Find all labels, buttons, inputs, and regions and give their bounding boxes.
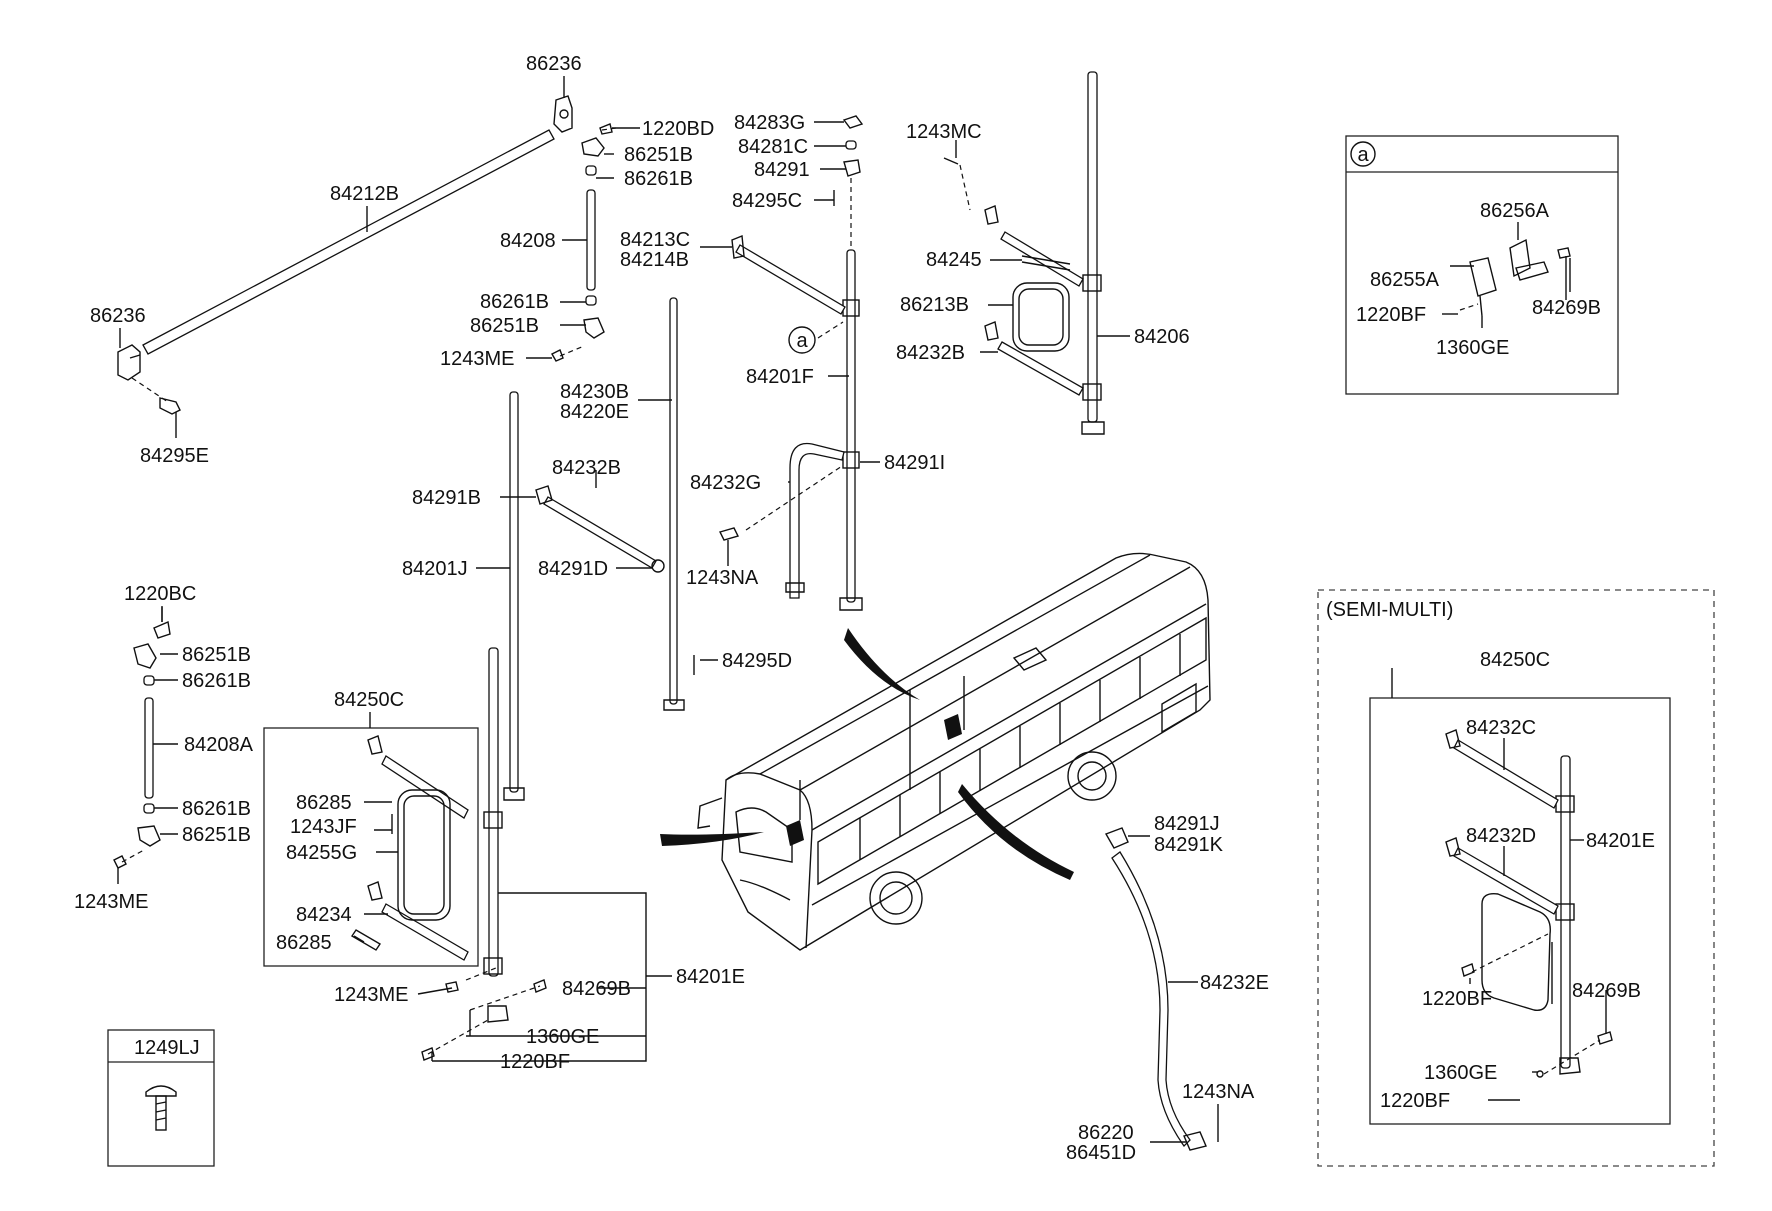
label-1243ME-b: 1243ME bbox=[74, 891, 149, 913]
label-84291I: 84291I bbox=[884, 452, 945, 474]
label-1243NA-a: 1243NA bbox=[686, 567, 759, 589]
label-86261B-c: 86261B bbox=[182, 670, 251, 692]
label-84283G: 84283G bbox=[734, 112, 805, 134]
label-84269B-a: 84269B bbox=[562, 978, 631, 1000]
label-84295E: 84295E bbox=[140, 445, 209, 467]
label-1243NA-b: 1243NA bbox=[1182, 1081, 1255, 1103]
label-84208A: 84208A bbox=[184, 734, 254, 756]
inset-a-ref-label: a bbox=[1357, 144, 1369, 166]
label-84291B: 84291B bbox=[412, 487, 481, 509]
label-86256A: 86256A bbox=[1480, 200, 1550, 222]
label-84269B-c: 84269B bbox=[1572, 980, 1641, 1002]
leader-lines bbox=[117, 76, 1584, 1143]
label-86285-b: 86285 bbox=[276, 932, 332, 954]
label-1243MC: 1243MC bbox=[906, 121, 982, 143]
label-1243JF: 1243JF bbox=[290, 816, 357, 838]
label-86213B: 86213B bbox=[900, 294, 969, 316]
label-86236-top: 86236 bbox=[526, 53, 582, 75]
label-84232D: 84232D bbox=[1466, 825, 1536, 847]
box-1249LJ bbox=[107, 1029, 215, 1167]
label-84291K: 84291K bbox=[1154, 834, 1224, 856]
label-84250C-b: 84250C bbox=[1480, 649, 1550, 671]
label-1249LJ: 1249LJ bbox=[134, 1037, 200, 1059]
label-1220BF-a: 1220BF bbox=[500, 1051, 570, 1073]
semi-multi-section bbox=[1317, 589, 1715, 1167]
label-1360GE-a: 1360GE bbox=[526, 1026, 599, 1048]
label-84214B: 84214B bbox=[620, 249, 689, 271]
label-84250C-a: 84250C bbox=[334, 689, 404, 711]
reference-a-callout: a bbox=[788, 326, 816, 354]
label-86261B-d: 86261B bbox=[182, 798, 251, 820]
part-labels: 86236 1220BD 86251B 86261B 84212B 84208 … bbox=[74, 53, 1655, 1164]
label-1360GE-b: 1360GE bbox=[1436, 337, 1509, 359]
pole-84201F-assembly bbox=[718, 115, 864, 611]
label-1243ME-a: 1243ME bbox=[440, 348, 515, 370]
label-1243ME-c: 1243ME bbox=[334, 984, 409, 1006]
label-86255A: 86255A bbox=[1370, 269, 1440, 291]
label-84234: 84234 bbox=[296, 904, 352, 926]
label-84212B: 84212B bbox=[330, 183, 399, 205]
pole-84206-assembly bbox=[943, 71, 1105, 435]
label-84255G: 84255G bbox=[286, 842, 357, 864]
label-1220BF-c: 1220BF bbox=[1422, 988, 1492, 1010]
label-86251B-c: 86251B bbox=[182, 644, 251, 666]
label-84213C: 84213C bbox=[620, 229, 690, 251]
bus-illustration bbox=[660, 552, 1211, 951]
label-84220E: 84220E bbox=[560, 401, 629, 423]
label-1360GE-c: 1360GE bbox=[1424, 1062, 1497, 1084]
label-84232E: 84232E bbox=[1200, 972, 1269, 994]
label-86251B-b: 86251B bbox=[470, 315, 539, 337]
label-84201F: 84201F bbox=[746, 366, 814, 388]
label-84232B-b: 84232B bbox=[896, 342, 965, 364]
label-84245: 84245 bbox=[926, 249, 982, 271]
label-84291J: 84291J bbox=[1154, 813, 1220, 835]
label-84201E-b: 84201E bbox=[1586, 830, 1655, 852]
label-84232B-a: 84232B bbox=[552, 457, 621, 479]
label-86451D: 86451D bbox=[1066, 1142, 1136, 1164]
rod-84230B bbox=[663, 297, 695, 711]
label-86251B-d: 86251B bbox=[182, 824, 251, 846]
label-86285-a: 86285 bbox=[296, 792, 352, 814]
label-1220BF-d: 1220BF bbox=[1380, 1090, 1450, 1112]
label-1220BC: 1220BC bbox=[124, 583, 196, 605]
label-84281C: 84281C bbox=[738, 136, 808, 158]
label-84230B: 84230B bbox=[560, 381, 629, 403]
label-84206: 84206 bbox=[1134, 326, 1190, 348]
label-84201E-a: 84201E bbox=[676, 966, 745, 988]
label-86261B-a: 86261B bbox=[624, 168, 693, 190]
rod-84208A-assembly bbox=[113, 607, 171, 869]
rod-84208-assembly bbox=[551, 123, 617, 362]
label-1220BF-b: 1220BF bbox=[1356, 304, 1426, 326]
ref-a-label: a bbox=[796, 330, 808, 352]
label-86251B-a: 86251B bbox=[624, 144, 693, 166]
label-84291: 84291 bbox=[754, 159, 810, 181]
box-84250C-left bbox=[263, 727, 479, 967]
label-84291D: 84291D bbox=[538, 558, 608, 580]
label-84232G: 84232G bbox=[690, 472, 761, 494]
label-semi-multi: (SEMI-MULTI) bbox=[1326, 599, 1453, 621]
tube-84232E bbox=[1104, 827, 1219, 1151]
pole-84201J bbox=[503, 391, 525, 801]
label-84295D: 84295D bbox=[722, 650, 792, 672]
label-84208: 84208 bbox=[500, 230, 556, 252]
label-84232C: 84232C bbox=[1466, 717, 1536, 739]
label-86220: 86220 bbox=[1078, 1122, 1134, 1144]
label-1220BD: 1220BD bbox=[642, 118, 714, 140]
label-86261B-b: 86261B bbox=[480, 291, 549, 313]
label-84295C: 84295C bbox=[732, 190, 802, 212]
bracket-84201E-left bbox=[431, 892, 672, 1062]
pole-84201E-left bbox=[421, 647, 547, 1061]
label-84201J: 84201J bbox=[402, 558, 468, 580]
label-86236-left: 86236 bbox=[90, 305, 146, 327]
label-84269B-b: 84269B bbox=[1532, 297, 1601, 319]
inset-a-box: a bbox=[1345, 135, 1619, 395]
